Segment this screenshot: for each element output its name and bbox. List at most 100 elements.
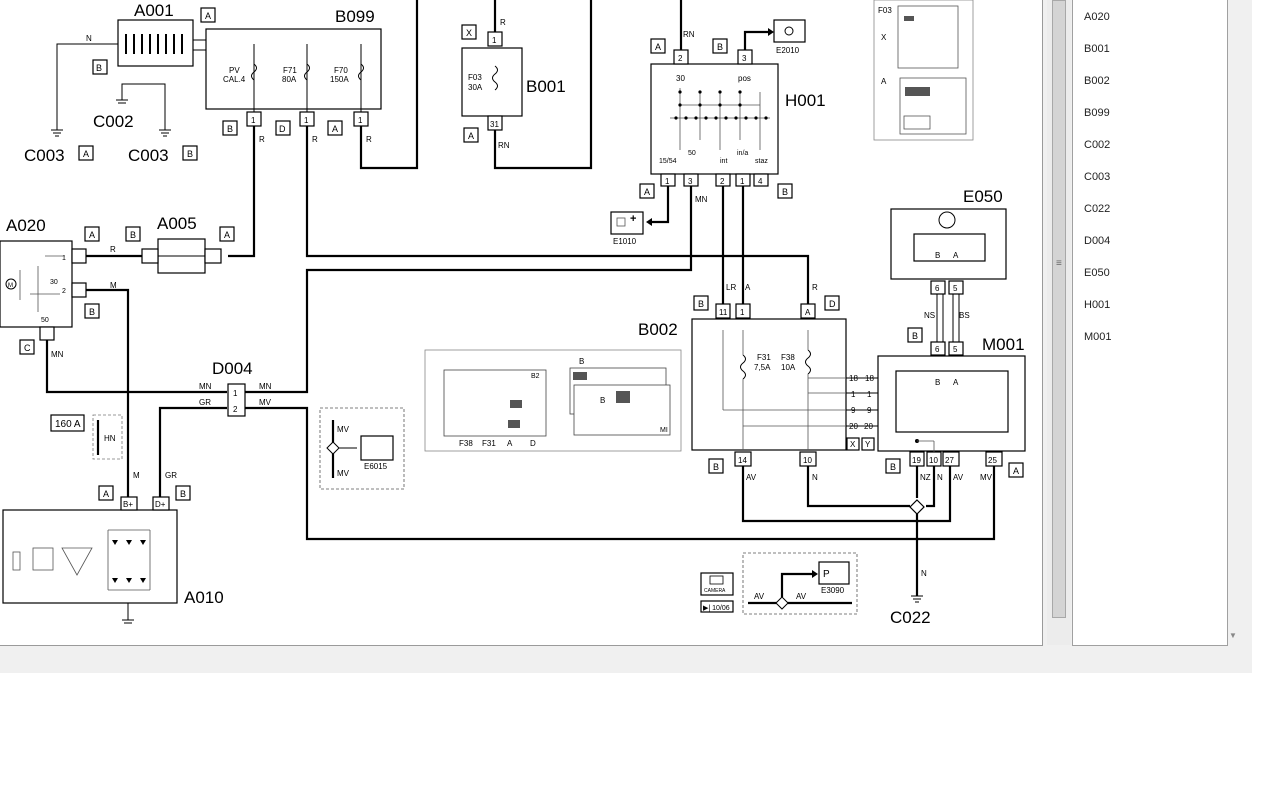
component-h001[interactable]: 2 3 30 pos 15/54 50 int in/a staz 1 3 2 … [650,49,826,187]
component-a020[interactable]: A020 M 30 1 2 50 [0,216,87,341]
svg-text:X: X [850,440,856,449]
camera-button[interactable]: CAMERA ▶| 10/06 [700,572,734,613]
list-item[interactable]: B002 [1084,75,1110,87]
svg-text:B099: B099 [335,7,375,26]
svg-text:N: N [921,569,927,578]
svg-text:30: 30 [50,279,58,286]
svg-text:F31: F31 [757,353,771,362]
svg-text:NZ: NZ [920,473,931,482]
wiring-diagram-canvas[interactable]: A001 N B099 PV CAL.4 F71 80A F70 150A 1 … [0,0,1043,646]
list-item[interactable]: M001 [1084,331,1112,343]
component-e050[interactable]: B A 6 5 E050 [890,187,1007,295]
svg-text:A001: A001 [134,1,174,20]
component-m001[interactable]: 6 5 B A 18 1 9 20 19 10 27 25 M001 [864,335,1026,467]
svg-text:E3090: E3090 [821,586,845,595]
list-item[interactable]: D004 [1084,235,1111,247]
component-e1010[interactable]: + E1010 [610,211,644,246]
svg-text:D+: D+ [155,500,166,509]
svg-text:B: B [890,462,896,472]
svg-text:A010: A010 [184,588,224,607]
svg-text:B: B [180,489,186,499]
svg-text:1: 1 [492,36,497,45]
svg-text:30A: 30A [468,83,483,92]
svg-text:2: 2 [62,288,66,295]
list-item[interactable]: A020 [1084,11,1110,23]
svg-text:3: 3 [742,54,747,63]
component-a010[interactable]: B+ D+ A010 [2,496,224,624]
svg-text:B: B [935,378,940,387]
svg-text:int: int [720,158,727,165]
component-a001[interactable]: A001 [117,1,194,67]
scroll-down-arrow-icon[interactable]: ▼ [1229,631,1237,640]
svg-text:1: 1 [665,177,670,186]
component-e2010[interactable]: E2010 [773,19,806,55]
svg-text:CAL.4: CAL.4 [223,75,246,84]
svg-text:B: B [782,187,788,197]
list-item[interactable]: C002 [1084,139,1111,151]
svg-text:2: 2 [720,177,725,186]
svg-text:B: B [600,396,605,405]
svg-text:A: A [83,149,89,159]
svg-text:B002: B002 [638,320,678,339]
component-e3090[interactable]: P E3090 AV AV [742,552,858,615]
svg-text:2: 2 [233,405,238,414]
svg-text:5: 5 [953,284,958,293]
svg-text:A: A [332,124,338,134]
svg-text:A: A [953,378,959,387]
battery-rating: 160 A HN [50,414,123,460]
svg-text:F70: F70 [334,66,348,75]
svg-text:6: 6 [935,345,940,354]
svg-text:MV: MV [980,473,993,482]
svg-text:1: 1 [62,255,66,262]
svg-text:BS: BS [959,311,970,320]
svg-text:Y: Y [865,440,871,449]
list-item[interactable]: C003 [1084,171,1111,183]
svg-text:GR: GR [165,471,177,480]
svg-text:D: D [829,299,836,309]
svg-text:A: A [953,251,959,260]
svg-text:MV: MV [337,425,350,434]
diagram-vertical-scrollbar[interactable] [1052,0,1066,618]
svg-text:A: A [89,230,95,240]
svg-text:160 A: 160 A [55,419,81,430]
svg-text:B: B [187,149,193,159]
svg-text:9: 9 [851,406,856,415]
list-item[interactable]: B001 [1084,43,1110,55]
component-a005[interactable]: A005 [141,214,222,274]
svg-text:B: B [96,63,102,73]
connector-tags: A B A B B D A X A A B A B A B A B C B D … [19,7,1024,501]
svg-text:B: B [89,307,95,317]
svg-text:AV: AV [953,473,964,482]
component-b099[interactable]: B099 PV CAL.4 F71 80A F70 150A 1 1 1 [205,7,382,127]
svg-text:▶| 10/06: ▶| 10/06 [703,605,730,612]
svg-text:A: A [745,283,751,292]
svg-text:F71: F71 [283,66,297,75]
svg-text:HN: HN [104,434,116,443]
svg-text:A: A [644,187,650,197]
svg-text:A020: A020 [6,216,46,235]
svg-text:F03: F03 [878,6,892,15]
list-item[interactable]: B099 [1084,107,1110,119]
component-d004[interactable]: 1 2 D004 [212,359,253,417]
svg-text:D004: D004 [212,359,253,378]
svg-text:1: 1 [740,177,745,186]
component-b001[interactable]: 1 31 F03 30A B001 [461,31,566,131]
svg-text:CAMERA: CAMERA [704,588,726,594]
svg-text:E2010: E2010 [776,46,800,55]
list-item[interactable]: E050 [1084,267,1110,279]
svg-text:M: M [133,471,140,480]
svg-text:D: D [530,439,536,448]
svg-text:AV: AV [746,473,757,482]
svg-text:B: B [935,251,940,260]
svg-text:X: X [466,28,472,38]
svg-text:in/a: in/a [737,150,748,157]
svg-text:10A: 10A [781,363,796,372]
svg-text:RN: RN [683,30,695,39]
list-item[interactable]: C022 [1084,203,1111,215]
svg-text:27: 27 [945,456,954,465]
svg-text:N: N [812,473,818,482]
list-item[interactable]: H001 [1084,299,1111,311]
svg-text:14: 14 [738,456,747,465]
component-e6015[interactable]: E6015 MV MV [319,407,405,490]
component-b002[interactable]: 11 1 A F31 7,5A F38 10A 18 1 9 20 14 10 … [638,303,858,467]
